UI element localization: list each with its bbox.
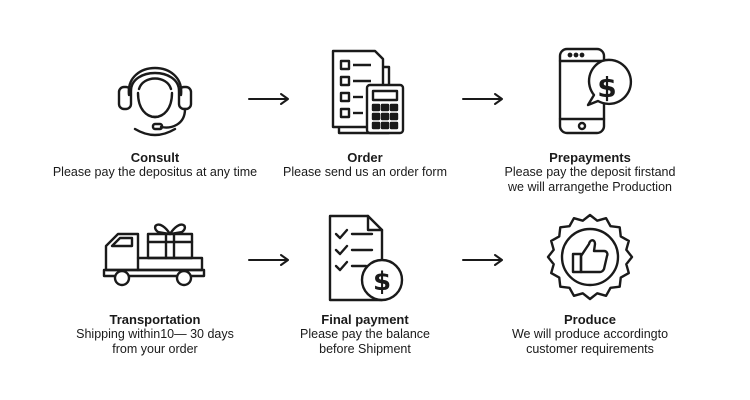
step-title: Order	[347, 150, 383, 165]
step-order: Order Please send us an order form	[245, 45, 485, 185]
step-title: Transportation	[109, 312, 201, 327]
delivery-truck-gift-icon	[100, 212, 210, 292]
svg-text:$: $	[373, 267, 391, 297]
step-description: customer requirements	[526, 342, 654, 356]
step-description: Shipping within10— 30 days	[76, 327, 234, 341]
thumbs-up-badge-icon	[545, 212, 635, 302]
svg-text:$: $	[597, 71, 616, 104]
right-arrow-icon	[462, 254, 503, 266]
document-dollar-icon: $	[320, 212, 410, 304]
step-title: Final payment	[321, 312, 409, 327]
step-title: Produce	[563, 312, 616, 327]
right-arrow-icon	[248, 254, 289, 266]
step-produce: Produce We will produce accordingto cust…	[470, 212, 710, 362]
step-final-payment: $ Final payment Please pay the balance b…	[245, 212, 485, 362]
step-description: We will produce accordingto	[511, 327, 669, 341]
step-description: Please pay the deposit firstand	[504, 165, 676, 179]
step-description: from your order	[112, 342, 198, 356]
step-description: we will arrangethe Production	[508, 180, 672, 194]
headset-agent-icon	[105, 45, 205, 137]
step-transportation: Transportation Shipping within10— 30 day…	[35, 212, 275, 362]
step-description: before Shipment	[319, 342, 411, 356]
phone-dollar-icon: $	[540, 45, 640, 137]
step-consult: Consult Please pay the depositus at any …	[35, 45, 275, 185]
step-description: Please send us an order form	[283, 165, 447, 179]
step-prepayments: $ Prepayments Please pay the deposit fir…	[470, 45, 710, 195]
step-title: Prepayments	[549, 150, 631, 165]
step-title: Consult	[130, 150, 180, 165]
step-description: Please pay the depositus at any time	[52, 165, 258, 179]
right-arrow-icon	[462, 93, 503, 105]
step-description: Please pay the balance	[300, 327, 430, 341]
order-form-calculator-icon	[319, 45, 411, 137]
right-arrow-icon	[248, 93, 289, 105]
